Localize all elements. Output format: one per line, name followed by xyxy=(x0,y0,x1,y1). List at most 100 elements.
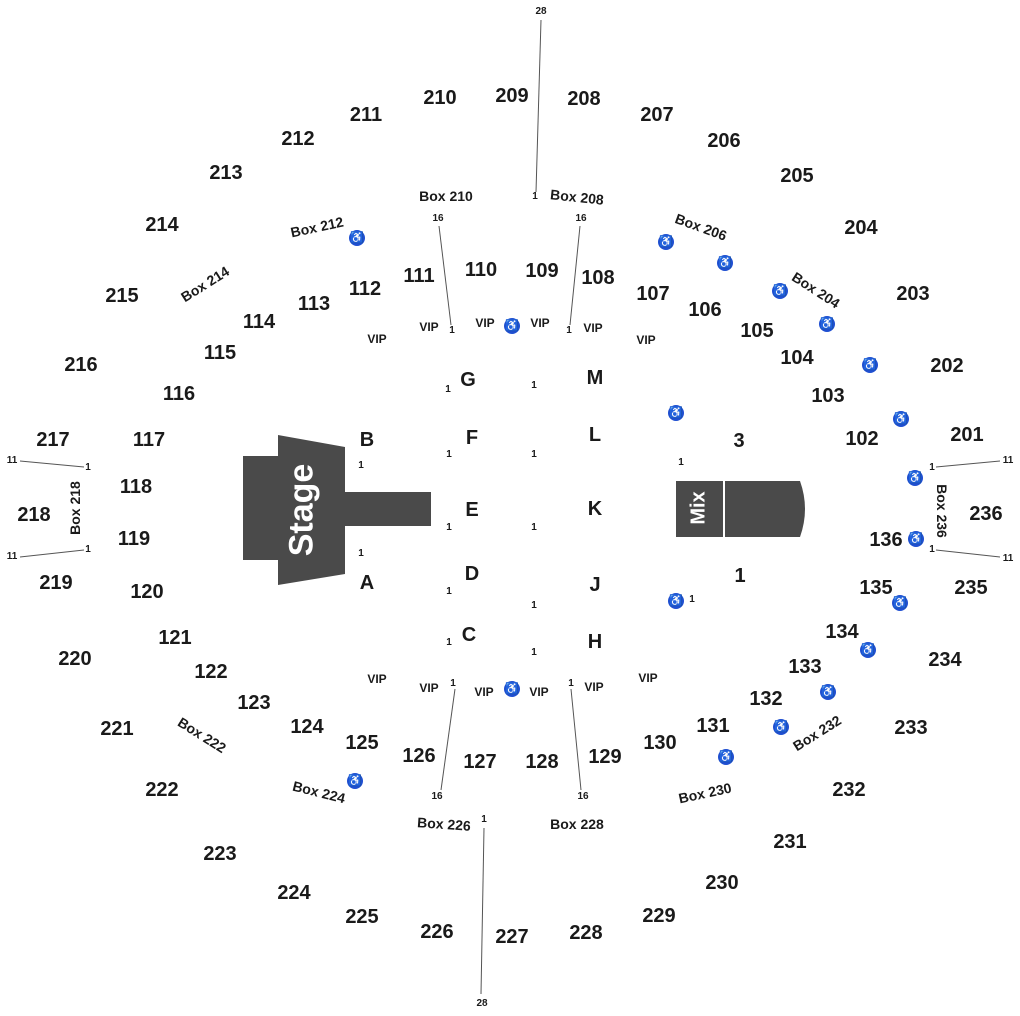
section-213[interactable]: 213 xyxy=(209,162,243,184)
floor-row-c[interactable]: C xyxy=(461,624,477,646)
section-106[interactable]: 106 xyxy=(688,299,722,321)
section-116[interactable]: 116 xyxy=(162,383,196,405)
floor-row-d[interactable]: D xyxy=(464,563,480,585)
section-220[interactable]: 220 xyxy=(58,648,92,670)
wheelchair-accessible-icon: ♿ xyxy=(892,595,908,611)
wheelchair-accessible-icon: ♿ xyxy=(772,283,788,299)
section-107[interactable]: 107 xyxy=(636,283,670,305)
section-229[interactable]: 229 xyxy=(642,905,676,927)
section-104[interactable]: 104 xyxy=(780,347,814,369)
section-212[interactable]: 212 xyxy=(281,128,315,150)
floor-row-k[interactable]: K xyxy=(587,498,603,520)
section-115[interactable]: 115 xyxy=(203,342,237,364)
section-203[interactable]: 203 xyxy=(896,283,930,305)
floor-section-3[interactable]: 3 xyxy=(733,430,745,452)
section-128[interactable]: 128 xyxy=(525,751,559,773)
wheelchair-accessible-icon: ♿ xyxy=(347,773,363,789)
section-130[interactable]: 130 xyxy=(643,732,677,754)
section-119[interactable]: 119 xyxy=(117,528,151,550)
box-218[interactable]: Box 218 xyxy=(67,481,83,535)
section-113[interactable]: 113 xyxy=(297,293,331,315)
floor-row-e[interactable]: E xyxy=(465,499,479,521)
floor-row-f[interactable]: F xyxy=(465,427,479,449)
aisle-line xyxy=(19,460,85,468)
floor-row-b[interactable]: B xyxy=(359,429,375,451)
section-201[interactable]: 201 xyxy=(950,424,984,446)
seat-number: 1 xyxy=(446,522,452,533)
section-222[interactable]: 222 xyxy=(145,779,179,801)
section-207[interactable]: 207 xyxy=(640,104,674,126)
seat-number: 1 xyxy=(689,594,695,605)
section-206[interactable]: 206 xyxy=(707,130,741,152)
floor-row-h[interactable]: H xyxy=(587,631,603,653)
section-216[interactable]: 216 xyxy=(64,354,98,376)
section-219[interactable]: 219 xyxy=(39,572,73,594)
section-125[interactable]: 125 xyxy=(345,732,379,754)
section-226[interactable]: 226 xyxy=(420,921,454,943)
wheelchair-accessible-icon: ♿ xyxy=(504,681,520,697)
section-123[interactable]: 123 xyxy=(237,692,271,714)
box-226[interactable]: Box 226 xyxy=(416,814,472,834)
section-218[interactable]: 218 xyxy=(17,504,51,526)
floor-section-1[interactable]: 1 xyxy=(734,565,746,587)
section-118[interactable]: 118 xyxy=(119,476,153,498)
section-136[interactable]: 136 xyxy=(869,529,903,551)
section-111[interactable]: 111 xyxy=(403,265,435,287)
section-105[interactable]: 105 xyxy=(740,320,774,342)
section-132[interactable]: 132 xyxy=(749,688,783,710)
section-131[interactable]: 131 xyxy=(696,715,730,737)
section-102[interactable]: 102 xyxy=(845,428,879,450)
section-227[interactable]: 227 xyxy=(495,926,529,948)
section-109[interactable]: 109 xyxy=(525,260,559,282)
section-208[interactable]: 208 xyxy=(567,88,601,110)
section-108[interactable]: 108 xyxy=(581,267,615,289)
floor-row-j[interactable]: J xyxy=(589,574,601,596)
box-228[interactable]: Box 228 xyxy=(550,816,604,832)
section-205[interactable]: 205 xyxy=(780,165,814,187)
section-129[interactable]: 129 xyxy=(588,746,622,768)
section-221[interactable]: 221 xyxy=(100,718,134,740)
section-230[interactable]: 230 xyxy=(705,872,739,894)
section-204[interactable]: 204 xyxy=(844,217,878,239)
section-117[interactable]: 117 xyxy=(132,429,166,451)
floor-row-l[interactable]: L xyxy=(588,424,602,446)
section-127[interactable]: 127 xyxy=(463,751,497,773)
vip-label: VIP xyxy=(367,332,387,346)
section-135[interactable]: 135 xyxy=(859,577,893,599)
section-233[interactable]: 233 xyxy=(894,717,928,739)
section-210[interactable]: 210 xyxy=(423,87,457,109)
floor-row-g[interactable]: G xyxy=(460,369,476,391)
section-224[interactable]: 224 xyxy=(277,882,311,904)
section-122[interactable]: 122 xyxy=(194,661,228,683)
section-231[interactable]: 231 xyxy=(773,831,807,853)
floor-row-m[interactable]: M xyxy=(586,367,604,389)
section-103[interactable]: 103 xyxy=(811,385,845,407)
section-124[interactable]: 124 xyxy=(290,716,324,738)
section-202[interactable]: 202 xyxy=(930,355,964,377)
section-133[interactable]: 133 xyxy=(788,656,822,678)
section-235[interactable]: 235 xyxy=(954,577,988,599)
section-126[interactable]: 126 xyxy=(402,745,436,767)
section-223[interactable]: 223 xyxy=(203,843,237,865)
section-121[interactable]: 121 xyxy=(158,627,192,649)
box-236[interactable]: Box 236 xyxy=(934,484,950,538)
wheelchair-accessible-icon: ♿ xyxy=(893,411,909,427)
section-214[interactable]: 214 xyxy=(145,214,179,236)
aisle-line xyxy=(935,460,1001,468)
floor-row-a[interactable]: A xyxy=(359,572,375,594)
section-134[interactable]: 134 xyxy=(825,621,859,643)
section-217[interactable]: 217 xyxy=(36,429,70,451)
section-232[interactable]: 232 xyxy=(832,779,866,801)
section-120[interactable]: 120 xyxy=(130,581,164,603)
section-211[interactable]: 211 xyxy=(349,104,383,126)
section-236[interactable]: 236 xyxy=(969,503,1003,525)
section-228[interactable]: 228 xyxy=(569,922,603,944)
section-209[interactable]: 209 xyxy=(495,85,529,107)
section-234[interactable]: 234 xyxy=(928,649,962,671)
box-210[interactable]: Box 210 xyxy=(419,188,473,204)
section-225[interactable]: 225 xyxy=(345,906,379,928)
section-112[interactable]: 112 xyxy=(348,278,382,300)
section-110[interactable]: 110 xyxy=(464,259,498,281)
section-114[interactable]: 114 xyxy=(242,311,276,333)
section-215[interactable]: 215 xyxy=(105,285,139,307)
